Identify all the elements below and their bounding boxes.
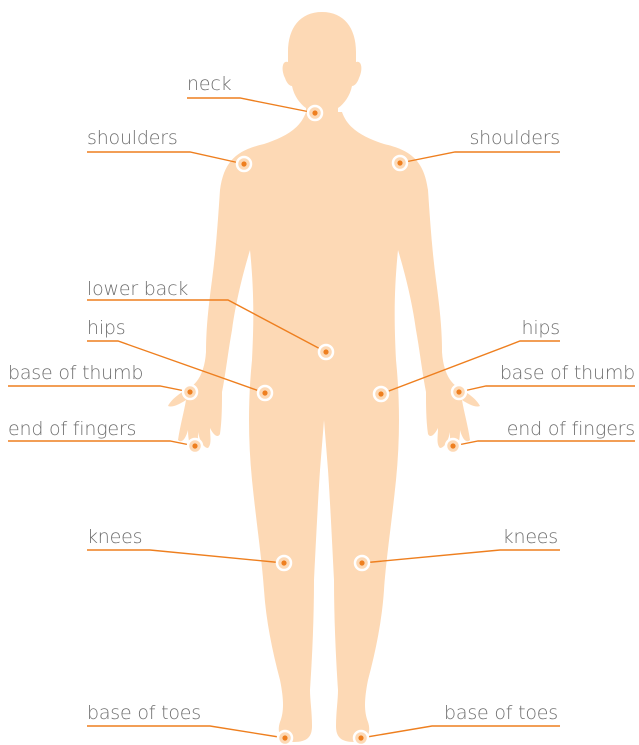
label-base-of-toes-right: base of toes [444,702,558,724]
label-end-of-fingers-left: end of fingers [8,418,136,440]
leader-base-of-thumb-left [8,386,190,392]
label-end-of-fingers-right: end of fingers [507,418,635,440]
label-shoulders-left: shoulders [87,127,178,149]
leader-base-of-thumb-right [459,386,635,392]
head-shape [283,12,362,118]
leader-knees-left [87,550,284,563]
label-knees-left: knees [87,526,142,548]
marker-neck [308,106,322,120]
marker-hips-left [258,386,272,400]
leader-end-of-fingers-right [453,441,635,446]
leader-neck [187,98,315,113]
marker-knees-left [277,556,291,570]
label-base-of-thumb-left: base of thumb [8,362,143,384]
torso-shape [168,112,480,742]
marker-end-of-fingers-right [446,439,460,453]
leader-knees-right [362,550,560,563]
leader-base-of-toes-left [87,726,285,738]
human-silhouette [168,12,480,742]
label-neck: neck [187,73,231,95]
leader-shoulders-right [400,152,560,163]
marker-base-of-toes-left [278,731,292,745]
leader-shoulders-left [87,152,244,164]
label-lower-back: lower back [87,278,188,300]
marker-base-of-thumb-left [183,385,197,399]
leader-base-of-toes-right [361,726,560,738]
marker-knees-right [355,556,369,570]
marker-base-of-thumb-right [452,385,466,399]
marker-lower-back [319,345,333,359]
label-hips-right: hips [522,317,560,339]
label-base-of-thumb-right: base of thumb [500,362,635,384]
marker-end-of-fingers-left [188,439,202,453]
marker-base-of-toes-right [354,731,368,745]
leader-end-of-fingers-left [8,441,195,446]
label-base-of-toes-left: base of toes [87,702,201,724]
marker-shoulders-left [237,157,251,171]
label-hips-left: hips [87,317,125,339]
marker-shoulders-right [393,156,407,170]
label-knees-right: knees [503,526,558,548]
marker-hips-right [374,387,388,401]
label-shoulders-right: shoulders [469,127,560,149]
